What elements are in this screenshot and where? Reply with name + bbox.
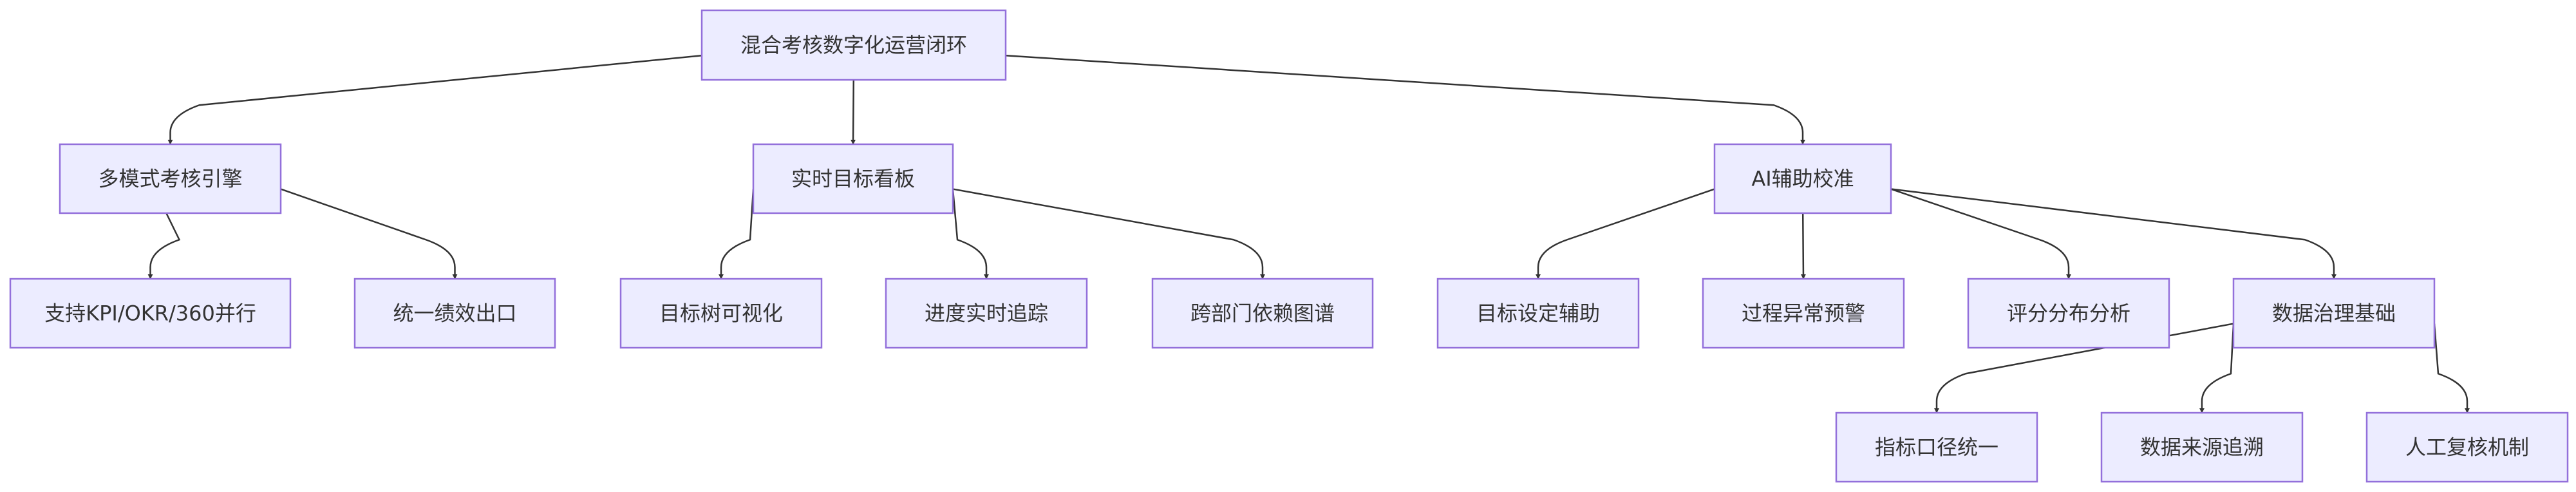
node-kpi: 支持KPI/OKR/360并行 (9, 278, 292, 349)
edge-root-to-engine (167, 54, 702, 145)
edge-gov-to-trace (2199, 323, 2235, 413)
node-label: 数据治理基础 (2272, 301, 2396, 326)
node-label: 支持KPI/OKR/360并行 (44, 301, 256, 326)
node-trace: 数据来源追溯 (2100, 412, 2304, 483)
node-label: 实时目标看板 (791, 167, 915, 191)
node-label: AI辅助校准 (1751, 167, 1854, 191)
node-root: 混合考核数字化运营闭环 (700, 9, 1007, 81)
node-label: 评分分布分析 (2007, 301, 2130, 326)
node-track: 进度实时追踪 (885, 278, 1088, 349)
node-label: 跨部门依赖图谱 (1190, 301, 1335, 326)
edge-ai-to-score (1890, 188, 2071, 279)
node-label: 进度实时追踪 (925, 301, 1048, 326)
node-label: 目标设定辅助 (1476, 301, 1600, 326)
node-metric: 指标口径统一 (1835, 412, 2038, 483)
node-engine: 多模式考核引擎 (59, 143, 282, 214)
node-box (59, 143, 282, 214)
node-box (2365, 412, 2569, 483)
node-box (1835, 412, 2038, 483)
edge-root-to-board (851, 79, 856, 145)
node-box (700, 9, 1007, 81)
edge-ai-to-goal (1536, 188, 1715, 279)
edge-engine-to-kpi (147, 213, 181, 279)
node-box (2232, 278, 2436, 349)
edge-board-to-track (952, 189, 989, 279)
node-box (353, 278, 556, 349)
edge-board-to-dep (952, 188, 1265, 279)
node-label: 目标树可视化 (659, 301, 783, 326)
node-box (619, 278, 823, 349)
node-box (885, 278, 1088, 349)
node-goal: 目标设定辅助 (1436, 278, 1640, 349)
edge-gov-to-metric (1934, 323, 2234, 413)
node-dep: 跨部门依赖图谱 (1151, 278, 1374, 349)
edge-board-to-tree (719, 189, 755, 279)
edge-engine-to-unify (280, 188, 458, 279)
node-box (1967, 278, 2170, 349)
edge-root-to-ai (1005, 54, 1805, 145)
node-review: 人工复核机制 (2365, 412, 2569, 483)
node-box (1713, 143, 1892, 214)
node-box (1436, 278, 1640, 349)
node-box (1702, 278, 1905, 349)
node-unify: 统一绩效出口 (353, 278, 556, 349)
node-gov: 数据治理基础 (2232, 278, 2436, 349)
node-ai: AI辅助校准 (1713, 143, 1892, 214)
node-label: 统一绩效出口 (393, 301, 516, 326)
node-box (752, 143, 954, 214)
node-box (2100, 412, 2304, 483)
node-label: 过程异常预警 (1742, 301, 1865, 326)
edge-ai-to-gov (1890, 188, 2336, 279)
node-label: 混合考核数字化运营闭环 (740, 33, 967, 57)
node-warn: 过程异常预警 (1702, 278, 1905, 349)
node-score: 评分分布分析 (1967, 278, 2170, 349)
node-label: 多模式考核引擎 (98, 167, 242, 191)
node-tree: 目标树可视化 (619, 278, 823, 349)
node-box (1151, 278, 1374, 349)
node-label: 人工复核机制 (2405, 435, 2529, 460)
node-label: 数据来源追溯 (2140, 435, 2264, 460)
edge-gov-to-review (2433, 323, 2470, 413)
edges (147, 54, 2470, 413)
node-box (9, 278, 292, 349)
node-board: 实时目标看板 (752, 143, 954, 214)
node-label: 指标口径统一 (1875, 435, 1998, 460)
